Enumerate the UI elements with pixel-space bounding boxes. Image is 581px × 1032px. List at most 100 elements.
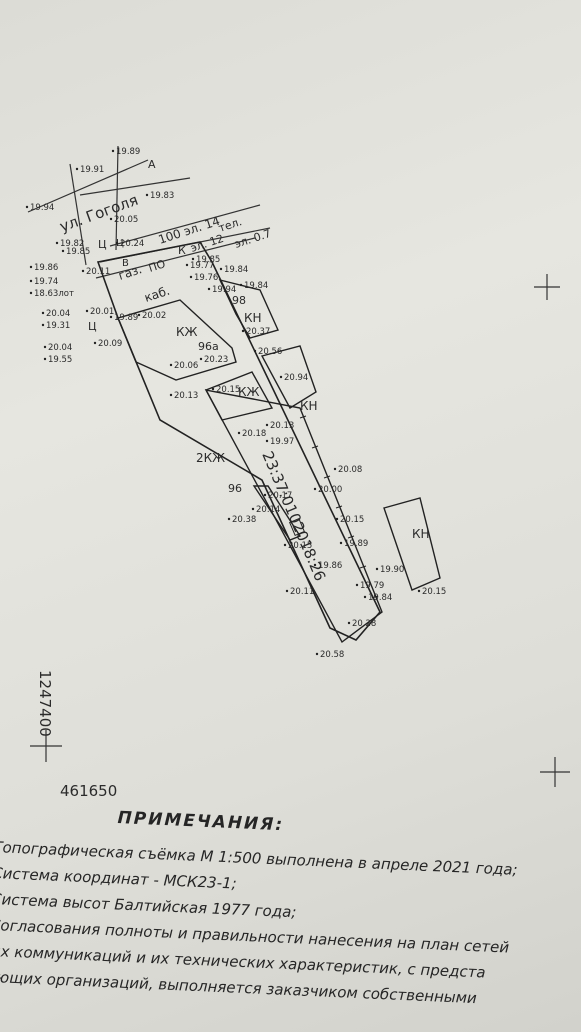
elevation-point xyxy=(313,487,317,491)
elevation-point xyxy=(85,309,89,313)
elevation-point xyxy=(61,249,65,253)
elevation-point xyxy=(41,311,45,315)
house-number-3: 96 xyxy=(228,482,242,495)
building-kzh-1 xyxy=(117,299,237,381)
tel-label: тел. xyxy=(217,215,244,235)
notes-list: Топографическая съёмка М 1:500 выполнена… xyxy=(0,834,581,1017)
elevation-marks: 19.9419.9119.8919.8320.0519.8219.8520.24… xyxy=(25,147,446,660)
elevation-label: 20.00 xyxy=(318,485,342,495)
elevation-label: 20.38 xyxy=(232,515,256,525)
elevation-label: 19.85 xyxy=(66,247,90,257)
house-number-1: 96а xyxy=(198,340,219,353)
elevation-point xyxy=(189,275,193,279)
elevation-label: 20.06 xyxy=(174,361,198,371)
elevation-point xyxy=(29,265,33,269)
elevation-label: 20.58 xyxy=(320,650,344,660)
label-2kzh: 2КЖ xyxy=(196,451,225,465)
elevation-point xyxy=(169,393,173,397)
elevation-point xyxy=(109,315,113,319)
elevation-point xyxy=(207,287,211,291)
elevation-point xyxy=(335,517,339,521)
elevation-label: 19.77 xyxy=(190,261,214,271)
elevation-point xyxy=(29,279,33,283)
elevation-point xyxy=(211,387,215,391)
elevation-label: 20.15 xyxy=(422,587,446,597)
elevation-label: 19.89 xyxy=(344,539,368,549)
elevation-label: 20.17 xyxy=(268,491,292,501)
elevation-label: 20.37 xyxy=(246,327,270,337)
elevation-point xyxy=(279,375,283,379)
elevation-label: 19.83 xyxy=(150,191,174,201)
elevation-label: 20.09 xyxy=(98,339,122,349)
building-kzh-2 xyxy=(205,371,274,421)
coord-x-label: 1247400 xyxy=(36,670,54,737)
elevation-point xyxy=(43,345,47,349)
elevation-label: 20.13 xyxy=(174,391,198,401)
symbol-4: Ц xyxy=(116,238,124,249)
elevation-label: 20.02 xyxy=(142,311,166,321)
elevation-label: 19.91 xyxy=(80,165,104,175)
elevation-label: 19.84 xyxy=(244,281,268,291)
street-letter: А xyxy=(148,158,156,171)
elevation-label: 19.84 xyxy=(368,593,392,603)
coord-y-label: 461650 xyxy=(60,782,117,800)
elevation-point xyxy=(81,269,85,273)
elevation-point xyxy=(75,167,79,171)
elevation-label: 18.63лот xyxy=(34,289,74,299)
elevation-point xyxy=(115,241,119,245)
elevation-point xyxy=(285,589,289,593)
envelope-icon xyxy=(289,517,305,537)
elevation-point xyxy=(237,431,241,435)
elevation-label: 20.18 xyxy=(242,429,266,439)
elevation-label: 20.11 xyxy=(86,267,110,277)
elevation-point xyxy=(41,323,45,327)
label-kzh-1: КЖ xyxy=(176,325,198,339)
elevation-label: 19.55 xyxy=(48,355,72,365)
elevation-point xyxy=(25,205,29,209)
elevation-point xyxy=(219,267,223,271)
grid-crosses xyxy=(30,274,570,787)
label-kn-1: КН xyxy=(244,311,262,325)
elevation-label: 20.94 xyxy=(284,373,308,383)
elevation-label: 19.76 xyxy=(194,273,218,283)
elevation-label: 20.04 xyxy=(46,309,70,319)
symbol-2: Ц xyxy=(88,320,97,333)
elevation-point xyxy=(227,517,231,521)
elevation-point xyxy=(251,507,255,511)
elevation-point xyxy=(111,149,115,153)
elevation-point xyxy=(241,329,245,333)
elevation-point xyxy=(355,583,359,587)
parcel-boundary xyxy=(96,241,381,641)
elevation-point xyxy=(315,652,319,656)
elevation-label: 20.08 xyxy=(338,465,362,475)
elevation-point xyxy=(333,467,337,471)
elevation-point xyxy=(199,357,203,361)
cable-label: каб. xyxy=(143,284,172,305)
elevation-label: 19.74 xyxy=(34,277,58,287)
elevation-label: 20.23 xyxy=(204,355,228,365)
elevation-label: 20.14 xyxy=(256,505,280,515)
elevation-label: 20.15 xyxy=(216,385,240,395)
elevation-point xyxy=(253,349,257,353)
elevation-point xyxy=(169,363,173,367)
elevation-label: 19.89 xyxy=(116,147,140,157)
label-kn-3: КН xyxy=(412,527,430,541)
building-kn-2 xyxy=(260,345,317,409)
elevation-label: 20.05 xyxy=(114,215,138,225)
elevation-point xyxy=(29,291,33,295)
el-label: эл. 0.7 xyxy=(233,227,273,251)
elevation-label: 20.13 xyxy=(270,421,294,431)
elevation-point xyxy=(109,217,113,221)
elevation-point xyxy=(239,283,243,287)
elevation-label: 19.90 xyxy=(380,565,404,575)
elevation-label: 19.94 xyxy=(212,285,236,295)
elevation-point xyxy=(347,621,351,625)
boundary-hatch xyxy=(299,415,379,599)
building-kn-3 xyxy=(383,497,441,591)
symbol-3: К xyxy=(178,244,186,257)
symbol-1: Ц xyxy=(98,238,107,251)
elevation-point xyxy=(265,423,269,427)
elevation-point xyxy=(43,357,47,361)
label-kzh-2: КЖ xyxy=(238,385,260,399)
